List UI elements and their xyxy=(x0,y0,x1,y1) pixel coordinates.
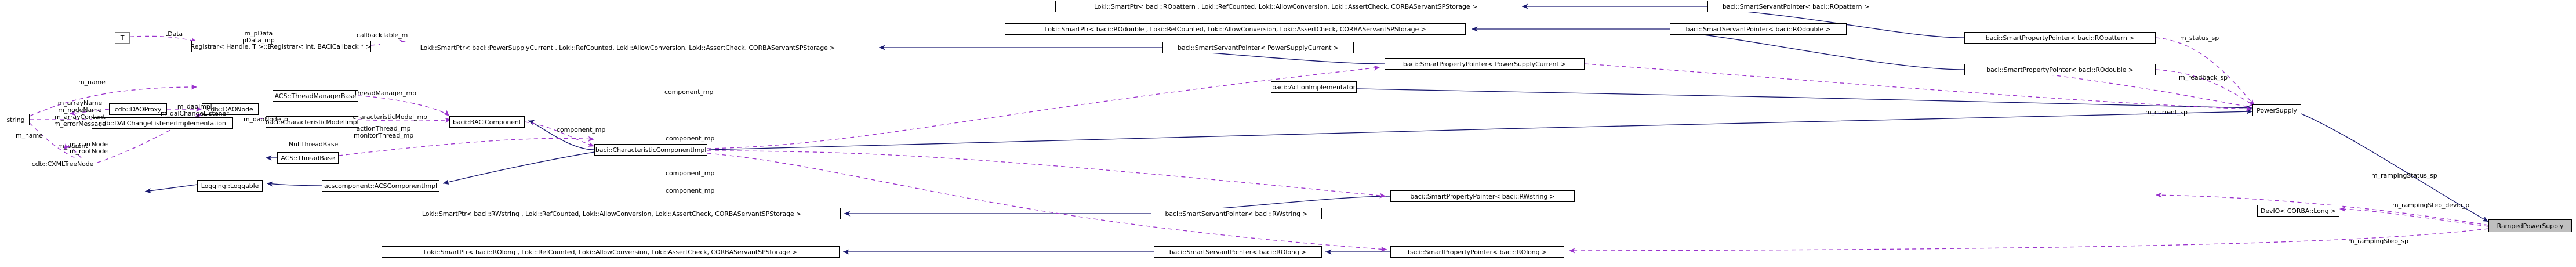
edge-label: threadManager_mp xyxy=(355,89,416,97)
edge-label: component_mp xyxy=(664,88,714,96)
graph-node[interactable]: baci::SmartPropertyPointer< baci::ROpatt… xyxy=(1964,32,2156,44)
graph-node[interactable]: Loki::SmartPtr< baci::RWstring , Loki::R… xyxy=(383,208,841,219)
graph-node[interactable]: baci::SmartPropertyPointer< baci::ROdoub… xyxy=(1964,64,2156,75)
edge-label: m_status_sp xyxy=(2180,34,2219,42)
graph-node[interactable]: acscomponent::ACSComponentImpl xyxy=(322,180,439,192)
graph-node[interactable]: Loki::SmartPtr< baci::ROlong , Loki::Ref… xyxy=(382,246,840,258)
edge-label: component_mp xyxy=(666,187,715,194)
graph-node[interactable]: Loki::SmartPtr< baci::ROdouble , Loki::R… xyxy=(1005,23,1466,35)
graph-node[interactable]: DevIO< CORBA::Long > xyxy=(2257,205,2339,217)
graph-node[interactable]: cdb::CXMLTreeNode xyxy=(28,158,97,169)
edge-label: m_rampingStep_sp xyxy=(2348,237,2408,245)
edge-label: tData xyxy=(165,30,183,38)
edge-label: NullThreadBase xyxy=(289,140,339,148)
graph-node[interactable]: cdb::DAOProxy xyxy=(109,103,167,115)
edge-label: m_name xyxy=(16,132,43,139)
graph-node[interactable]: baci::CharacteristicModelImpl xyxy=(266,116,359,128)
graph-node[interactable]: baci::ActionImplementator xyxy=(1271,81,1357,93)
graph-node[interactable]: RampedPowerSupply xyxy=(2488,219,2572,232)
graph-node[interactable]: baci::SmartServantPointer< baci::ROdoubl… xyxy=(1670,23,1847,35)
edge-label: m_current_sp xyxy=(2145,109,2188,116)
graph-node[interactable]: Loki::SmartPtr< baci::PowerSupplyCurrent… xyxy=(380,42,875,53)
graph-node[interactable]: baci::SmartServantPointer< baci::ROpatte… xyxy=(1707,1,1884,12)
edge-label: component_mp xyxy=(666,135,715,142)
graph-node[interactable]: ACS::ThreadManagerBase xyxy=(273,90,358,102)
graph-node[interactable]: ACS::ThreadBase xyxy=(277,152,339,164)
graph-node[interactable]: cdb::DALChangeListenerImplementation xyxy=(92,117,233,129)
edge-label: m_rampingStep_devio_p xyxy=(2392,201,2470,209)
graph-node[interactable]: baci::BACIComponent xyxy=(449,116,525,128)
edge-label: m_parent xyxy=(58,142,88,150)
edge-label: m_rampingStatus_sp xyxy=(2371,172,2437,179)
edge-label: m_daoNode_p xyxy=(244,116,288,123)
edge-label: component_mp xyxy=(557,126,606,134)
edge-label: callbackTable_m xyxy=(357,31,408,39)
graph-node[interactable]: baci::SmartPropertyPointer< baci::RWstri… xyxy=(1390,190,1575,202)
edge-label: characteristicModel_mp xyxy=(353,113,427,121)
graph-node[interactable]: Registrar< int, BACICallback * > xyxy=(270,41,371,52)
graph-node[interactable]: Logging::Loggable xyxy=(197,180,263,192)
graph-node[interactable]: baci::SmartServantPointer< baci::ROlong … xyxy=(1154,246,1322,258)
graph-node[interactable]: T xyxy=(115,32,130,44)
graph-node[interactable]: PowerSupply xyxy=(2252,104,2301,116)
graph-node[interactable]: string xyxy=(2,114,30,125)
graph-node[interactable]: baci::CharacteristicComponentImpl xyxy=(594,144,707,156)
edge-label: m_readback_sp xyxy=(2179,74,2228,81)
graph-node[interactable]: baci::SmartPropertyPointer< PowerSupplyC… xyxy=(1385,58,1585,70)
graph-node[interactable]: Loki::SmartPtr< baci::ROpattern , Loki::… xyxy=(1055,1,1516,12)
edge-label: m_name xyxy=(78,78,106,86)
edge-label: component_mp xyxy=(666,169,715,177)
graph-node[interactable]: baci::SmartPropertyPointer< baci::ROlong… xyxy=(1390,246,1564,258)
graph-node[interactable]: baci::SmartServantPointer< PowerSupplyCu… xyxy=(1162,42,1354,53)
graph-node[interactable]: baci::SmartServantPointer< baci::RWstrin… xyxy=(1151,208,1322,219)
graph-node[interactable]: Registrar< Handle, T >::Element xyxy=(191,41,293,52)
graph-node[interactable]: cdb::DAONode xyxy=(202,103,259,115)
